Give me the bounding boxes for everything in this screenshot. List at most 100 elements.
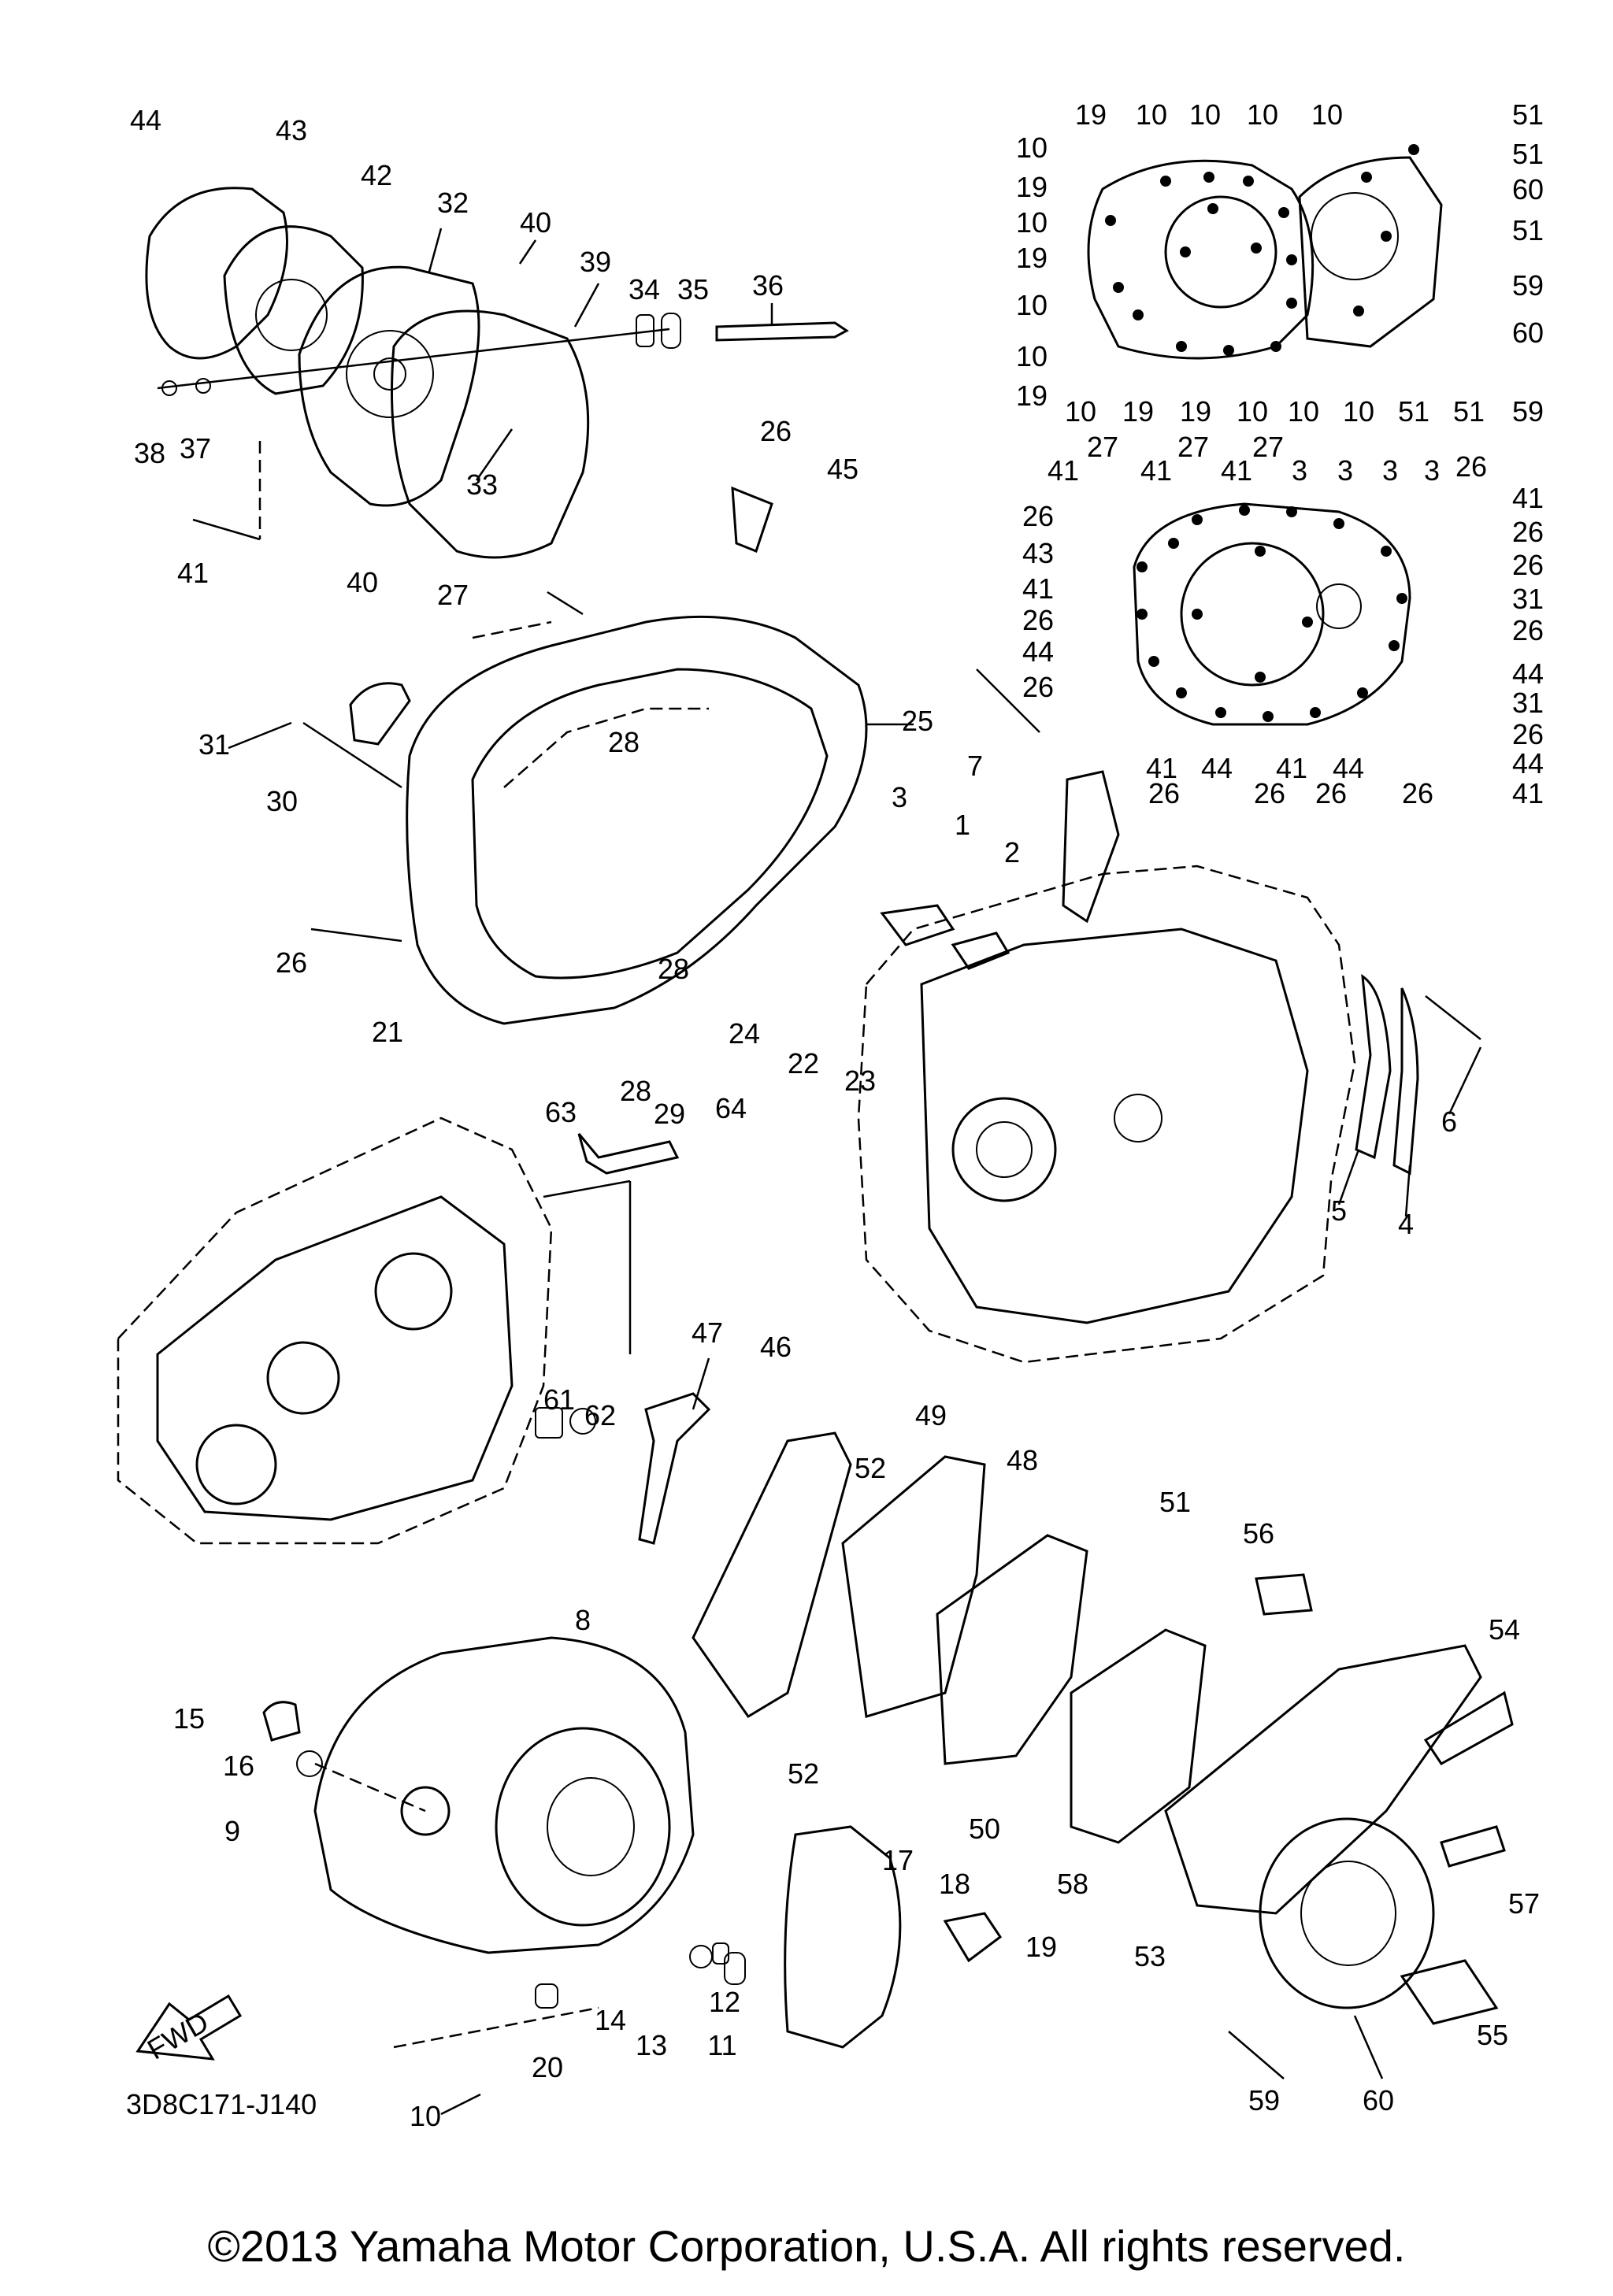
part-callout-41: 41 (1048, 454, 1079, 487)
part-callout-44: 44 (1333, 752, 1364, 784)
part-callout-19: 19 (1016, 242, 1048, 274)
drawing-bolt-chart-1 (1087, 144, 1443, 360)
part-callout-32: 32 (437, 187, 469, 219)
part-callout-6: 6 (1441, 1105, 1457, 1138)
part-callout-10: 10 (1016, 289, 1048, 321)
part-callout-41: 41 (177, 557, 209, 589)
part-callout-26: 26 (1315, 777, 1347, 809)
part-callout-24: 24 (729, 1017, 760, 1050)
part-callout-44: 44 (130, 104, 161, 136)
part-callout-44: 44 (1512, 747, 1544, 780)
part-callout-51: 51 (1512, 98, 1544, 131)
part-callout-41: 41 (1276, 752, 1307, 784)
part-callout-44: 44 (1512, 657, 1544, 690)
part-callout-41: 41 (1022, 572, 1054, 605)
part-callout-19: 19 (1075, 98, 1107, 131)
part-callout-56: 56 (1243, 1517, 1274, 1550)
part-callout-25: 25 (902, 705, 933, 737)
part-callout-48: 48 (1007, 1444, 1038, 1476)
part-callout-19: 19 (1122, 395, 1154, 428)
part-callout-58: 58 (1057, 1868, 1088, 1900)
copyright-notice: ©2013 Yamaha Motor Corporation, U.S.A. A… (207, 2221, 1406, 2271)
part-callout-8: 8 (575, 1604, 591, 1636)
part-callout-3: 3 (1424, 454, 1440, 487)
fwd-arrow-icon: FWD (135, 1994, 243, 2066)
part-callout-38: 38 (134, 437, 165, 469)
part-callout-21: 21 (372, 1016, 403, 1048)
part-callout-26: 26 (1148, 777, 1180, 809)
part-callout-31: 31 (1512, 583, 1544, 615)
part-callout-3: 3 (1382, 454, 1398, 487)
part-callout-30: 30 (266, 785, 298, 817)
part-callout-19: 19 (1016, 380, 1048, 412)
part-callout-40: 40 (520, 206, 551, 239)
drawing-belt-cover-parts (692, 1431, 1514, 2079)
part-callout-10: 10 (1016, 340, 1048, 372)
part-callout-10: 10 (1247, 98, 1278, 131)
drawing-crankcase-cover (228, 486, 914, 1025)
part-callout-13: 13 (636, 2029, 667, 2061)
drawing-cover-assembly-top (145, 187, 849, 559)
part-callout-51: 51 (1159, 1486, 1191, 1518)
part-callout-62: 62 (584, 1399, 616, 1431)
part-callout-10: 10 (1311, 98, 1343, 131)
part-callout-16: 16 (223, 1750, 254, 1782)
part-callout-10: 10 (1189, 98, 1221, 131)
part-callout-26: 26 (1455, 450, 1487, 483)
part-callout-26: 26 (1512, 718, 1544, 750)
part-callout-33: 33 (466, 468, 498, 501)
part-callout-47: 47 (692, 1316, 723, 1349)
part-callout-46: 46 (760, 1331, 792, 1363)
drawing-crankcase-right (857, 668, 1482, 1364)
part-callout-1: 1 (955, 809, 970, 841)
part-callout-14: 14 (595, 2004, 626, 2036)
part-callout-53: 53 (1134, 1940, 1166, 1972)
part-callout-64: 64 (715, 1092, 747, 1124)
part-callout-26: 26 (276, 946, 307, 979)
part-callout-44: 44 (1201, 752, 1233, 784)
part-callout-29: 29 (654, 1098, 685, 1130)
part-callout-60: 60 (1512, 317, 1544, 349)
part-callout-3: 3 (892, 781, 907, 813)
part-callout-26: 26 (1022, 500, 1054, 532)
part-callout-36: 36 (752, 269, 784, 302)
diagram-code: 3D8C171-J140 (126, 2088, 317, 2120)
part-callout-51: 51 (1398, 395, 1429, 428)
part-callout-43: 43 (1022, 537, 1054, 569)
part-callout-19: 19 (1180, 395, 1211, 428)
part-callout-39: 39 (580, 246, 611, 278)
part-callout-10: 10 (1016, 131, 1048, 164)
part-callout-12: 12 (709, 1986, 740, 2018)
part-callout-41: 41 (1512, 777, 1544, 809)
part-callout-63: 63 (545, 1096, 577, 1128)
drawing-crankcase-left (117, 1117, 711, 1545)
part-callout-50: 50 (969, 1813, 1000, 1845)
part-callout-41: 41 (1221, 454, 1252, 487)
part-callout-9: 9 (224, 1815, 240, 1847)
drawing-clutch-cover (262, 1636, 1003, 2116)
part-callout-41: 41 (1140, 454, 1172, 487)
part-callout-31: 31 (1512, 687, 1544, 719)
part-callout-37: 37 (180, 432, 211, 465)
part-callout-10: 10 (1065, 395, 1096, 428)
part-callout-28: 28 (658, 953, 689, 985)
part-callout-18: 18 (939, 1868, 970, 1900)
part-callout-26: 26 (760, 415, 792, 447)
part-callout-17: 17 (882, 1844, 914, 1876)
part-callout-43: 43 (276, 114, 307, 146)
part-callout-15: 15 (173, 1702, 205, 1735)
part-callout-20: 20 (532, 2051, 563, 2083)
part-callout-10: 10 (1016, 206, 1048, 239)
part-callout-10: 10 (1136, 98, 1167, 131)
part-callout-45: 45 (827, 453, 858, 485)
part-callout-3: 3 (1337, 454, 1353, 487)
part-callout-19: 19 (1025, 1931, 1057, 1963)
part-callout-10: 10 (1237, 395, 1268, 428)
part-callout-3: 3 (1292, 454, 1307, 487)
part-callout-51: 51 (1453, 395, 1485, 428)
part-callout-26: 26 (1512, 549, 1544, 581)
part-callout-59: 59 (1248, 2084, 1280, 2116)
part-callout-57: 57 (1508, 1887, 1540, 1920)
